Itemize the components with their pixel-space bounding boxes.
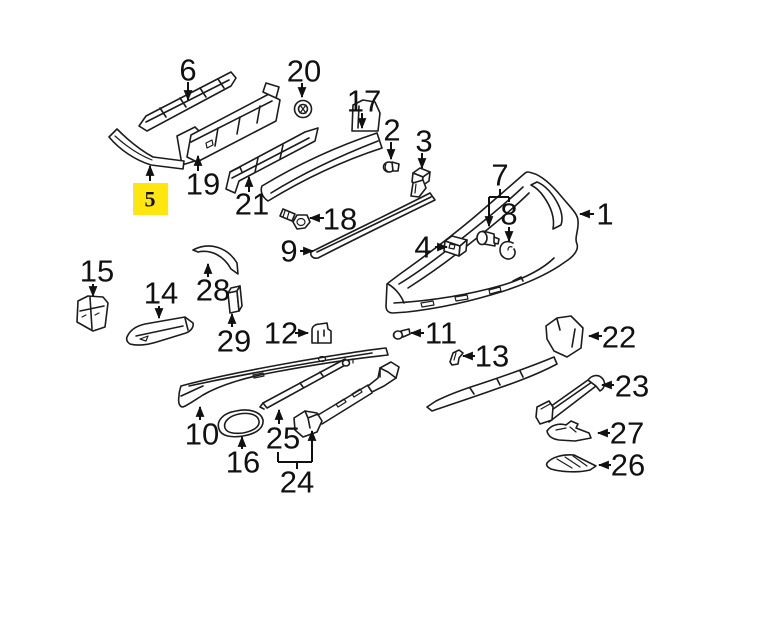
callout-label-4: 4 — [414, 230, 431, 265]
callout-13[interactable]: 13 — [461, 339, 509, 374]
part-7-parking-sensor — [476, 230, 500, 247]
part-22-rear-spoiler-extension — [426, 315, 584, 412]
part-16-pad — [217, 409, 264, 438]
part-18-bolt — [279, 208, 311, 230]
callout-label-10: 10 — [185, 417, 219, 452]
part-17-energy-absorber-bar — [260, 99, 383, 202]
callout-28[interactable]: 28 — [196, 262, 230, 308]
callout-22[interactable]: 22 — [587, 320, 636, 355]
callout-label-27: 27 — [610, 416, 644, 451]
callout-label-1: 1 — [596, 197, 613, 232]
callout-label-2: 2 — [383, 113, 400, 148]
callout-7[interactable]: 7 — [484, 158, 510, 228]
callout-label-29: 29 — [217, 324, 251, 359]
callout-11[interactable]: 11 — [409, 316, 457, 351]
callout-label-16: 16 — [226, 445, 260, 480]
part-26-trim-piece — [545, 454, 597, 473]
callout-15[interactable]: 15 — [80, 254, 114, 298]
part-28-arch-flare-segment — [192, 245, 239, 275]
callout-26[interactable]: 26 — [597, 448, 645, 483]
callout-label-5: 5 — [145, 187, 156, 212]
part-24-side-support-rail — [293, 361, 400, 438]
callout-6[interactable]: 6 — [179, 53, 197, 102]
callout-label-20: 20 — [287, 54, 321, 89]
highlight-box — [133, 183, 168, 215]
callout-label-6: 6 — [179, 53, 196, 88]
callout-label-12: 12 — [264, 316, 298, 351]
callout-24[interactable]: 24 — [277, 429, 317, 500]
callout-label-21: 21 — [235, 187, 269, 222]
part-12-mount-bracket — [311, 322, 332, 344]
callout-1[interactable]: 1 — [578, 197, 614, 232]
small-fastener-clip — [341, 358, 354, 367]
callout-9[interactable]: 9 — [280, 234, 315, 269]
callout-label-18: 18 — [323, 202, 357, 237]
callout-label-7: 7 — [491, 158, 508, 193]
part-2-clip — [382, 161, 400, 173]
part-11-push-clip — [392, 328, 411, 340]
part-14-corner-cap — [125, 316, 194, 346]
callout-label-26: 26 — [611, 448, 645, 483]
callout-23[interactable]: 23 — [600, 369, 649, 404]
callout-5[interactable]: 5 — [133, 164, 168, 215]
callout-label-13: 13 — [475, 339, 509, 374]
part-8-retainer-clip — [499, 240, 516, 260]
part-21-lower-reinforcement-strip — [225, 127, 319, 194]
part-13-clip — [449, 349, 464, 366]
callout-19[interactable]: 19 — [186, 154, 220, 202]
callout-label-24: 24 — [280, 465, 314, 500]
callout-17[interactable]: 17 — [347, 84, 381, 130]
part-10-lower-valance — [177, 347, 389, 408]
callout-label-19: 19 — [186, 167, 220, 202]
part-27-bracket — [546, 420, 592, 442]
callout-21[interactable]: 21 — [235, 175, 269, 222]
callout-8[interactable]: 8 — [500, 197, 518, 243]
part-15-side-bracket — [76, 295, 109, 332]
part-9-step-pad — [310, 192, 436, 259]
callout-3[interactable]: 3 — [415, 124, 433, 170]
callout-29[interactable]: 29 — [217, 312, 251, 359]
callout-25[interactable]: 25 — [266, 408, 300, 456]
callout-12[interactable]: 12 — [264, 316, 310, 351]
callout-label-11: 11 — [425, 316, 457, 351]
callout-16[interactable]: 16 — [226, 435, 260, 480]
callout-label-28: 28 — [196, 273, 230, 308]
callout-label-23: 23 — [615, 369, 649, 404]
callout-27[interactable]: 27 — [596, 416, 644, 451]
callout-20[interactable]: 20 — [287, 54, 321, 99]
callout-label-25: 25 — [266, 421, 300, 456]
part-29-spacer-block — [227, 285, 243, 314]
callout-label-9: 9 — [280, 234, 297, 269]
callout-label-3: 3 — [415, 124, 432, 159]
callout-label-15: 15 — [80, 254, 114, 289]
part-5-bracket-strip-highlighted-part — [108, 128, 185, 170]
callout-4[interactable]: 4 — [414, 230, 449, 265]
part-20-nut — [293, 99, 313, 119]
callout-18[interactable]: 18 — [308, 202, 357, 237]
callout-10[interactable]: 10 — [185, 405, 219, 452]
callout-label-22: 22 — [602, 320, 636, 355]
callout-label-17: 17 — [347, 84, 381, 119]
callout-label-8: 8 — [500, 197, 517, 232]
part-23-support-rail — [535, 374, 606, 425]
callout-14[interactable]: 14 — [144, 276, 178, 320]
callout-label-14: 14 — [144, 276, 178, 311]
callout-2[interactable]: 2 — [383, 113, 401, 161]
